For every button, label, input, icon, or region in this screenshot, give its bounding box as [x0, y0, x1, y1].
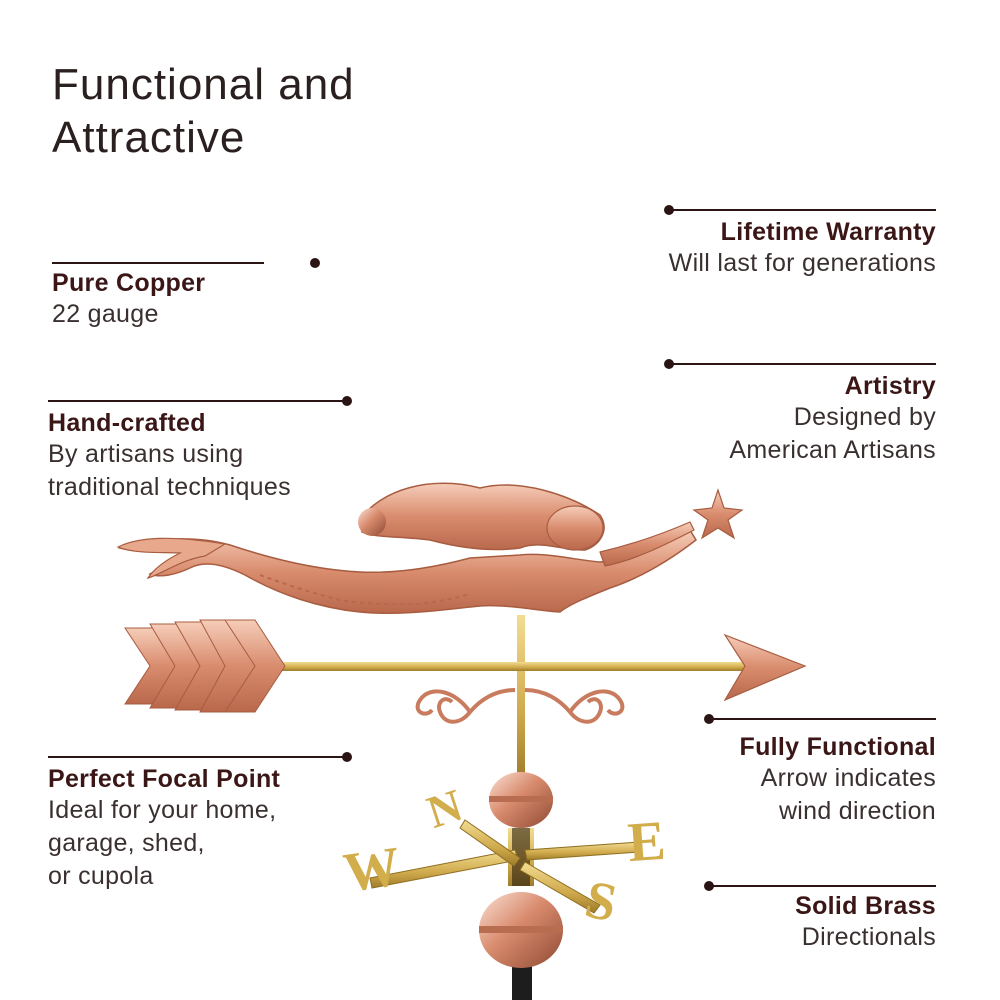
vertical-rod	[517, 615, 525, 780]
starfish-shape	[692, 488, 744, 540]
feature-desc: Designed by	[793, 403, 936, 431]
feature-title: Solid Brass	[795, 892, 936, 920]
feature-desc: By artisans using	[48, 440, 244, 468]
bullet-dot-icon	[342, 396, 352, 406]
feature-desc: garage, shed,	[48, 829, 205, 857]
feature-desc: or cupola	[48, 862, 154, 890]
feature-title: Hand-crafted	[48, 409, 206, 437]
feature-desc: traditional techniques	[48, 473, 291, 501]
feature-title: Lifetime Warranty	[720, 218, 936, 246]
headline-line-2: Attractive	[52, 113, 246, 162]
feature-hand-crafted: Hand-crafted By artisans using tradition…	[48, 396, 368, 504]
arrow-vane	[124, 619, 807, 713]
feature-desc: wind direction	[778, 797, 936, 825]
feature-title: Fully Functional	[739, 733, 936, 761]
bullet-dot-icon	[342, 752, 352, 762]
feature-desc: Ideal for your home,	[48, 796, 277, 824]
bullet-dot-icon	[310, 258, 320, 268]
feature-lifetime-warranty: Lifetime Warranty Will last for generati…	[620, 205, 936, 280]
feature-title: Pure Copper	[52, 269, 206, 297]
feature-desc: 22 gauge	[52, 300, 159, 328]
feature-fully-functional: Fully Functional Arrow indicates wind di…	[660, 714, 936, 828]
feature-desc: Directionals	[801, 923, 936, 951]
mermaid-figure	[116, 482, 697, 615]
feature-title: Artistry	[844, 372, 936, 400]
compass-arms	[369, 819, 641, 914]
page-headline: Functional and Attractive	[52, 58, 452, 164]
feature-desc: Arrow indicates	[760, 764, 936, 792]
feature-solid-brass: Solid Brass Directionals	[660, 881, 936, 954]
feature-desc: American Artisans	[729, 436, 936, 464]
headline-line-1: Functional and	[52, 60, 355, 109]
feature-pure-copper: Pure Copper 22 gauge	[52, 258, 320, 331]
feature-desc: Will last for generations	[668, 249, 936, 277]
feature-perfect-focal-point: Perfect Focal Point Ideal for your home,…	[48, 752, 368, 893]
feature-title: Perfect Focal Point	[48, 765, 281, 793]
feature-artistry: Artistry Designed by American Artisans	[620, 359, 936, 467]
decorative-scrolls	[415, 688, 625, 724]
